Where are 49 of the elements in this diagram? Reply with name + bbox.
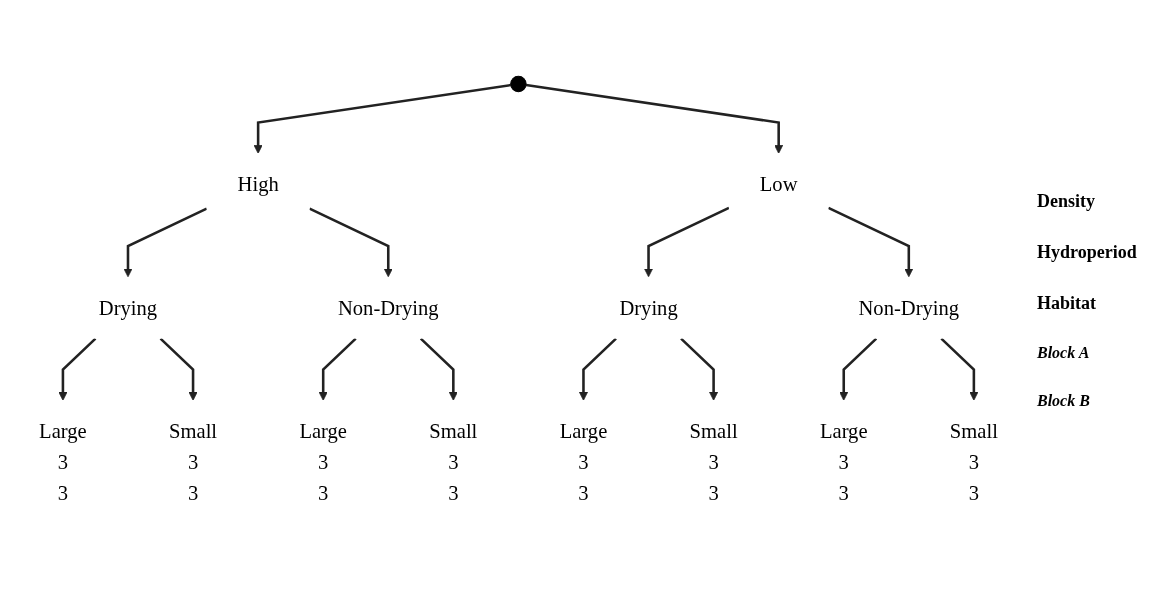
node-label: 3 (708, 482, 719, 505)
node-label: 3 (838, 482, 849, 505)
node-text: Non-Drying (858, 296, 960, 320)
level-label: Hydroperiod (1037, 242, 1138, 263)
node-text: Low (759, 173, 798, 197)
node-label: 3 (578, 482, 589, 505)
node-text: Small (429, 420, 478, 443)
node-label: 3 (708, 451, 719, 474)
node-label: 3 (968, 451, 980, 474)
node-label: 3 (968, 482, 980, 505)
row-label: Block B (1037, 392, 1091, 410)
node-label: 3 (187, 482, 199, 505)
node-label: 3 (318, 451, 329, 474)
arrow (253, 84, 511, 155)
node-text: Large (819, 420, 868, 443)
arrow (58, 338, 97, 402)
node-text: High (237, 173, 279, 197)
arrow (159, 338, 198, 402)
node-text: Non-Drying (337, 296, 439, 320)
node-label: 3 (187, 451, 199, 474)
node-text: Small (169, 420, 218, 443)
node-label: 3 (448, 451, 459, 474)
level-label: Density (1037, 191, 1096, 212)
node-text: Large (299, 420, 348, 443)
arrow (525, 84, 784, 155)
node-label: 3 (578, 451, 589, 474)
arrow (940, 338, 979, 402)
node-label: 3 (57, 451, 69, 474)
node-text: Drying (619, 296, 678, 320)
level-label: Habitat (1037, 293, 1097, 314)
node-label: 3 (318, 482, 329, 505)
arrow (644, 207, 730, 278)
node-text: Large (39, 420, 87, 443)
node-text: Large (559, 420, 608, 443)
arrow (318, 338, 357, 402)
arrow (578, 338, 617, 402)
node-text: Small (689, 420, 738, 443)
arrow (839, 338, 878, 402)
row-label: Block A (1037, 344, 1091, 362)
node-label: 3 (57, 482, 69, 505)
arrow (680, 338, 719, 402)
arrow (123, 208, 208, 278)
node-label: 3 (838, 451, 849, 474)
arrow (419, 338, 458, 402)
node-text: Small (949, 420, 998, 443)
arrow (827, 207, 914, 278)
arrow (309, 207, 393, 278)
node-label: 3 (448, 482, 459, 505)
node-text: Drying (98, 296, 158, 320)
